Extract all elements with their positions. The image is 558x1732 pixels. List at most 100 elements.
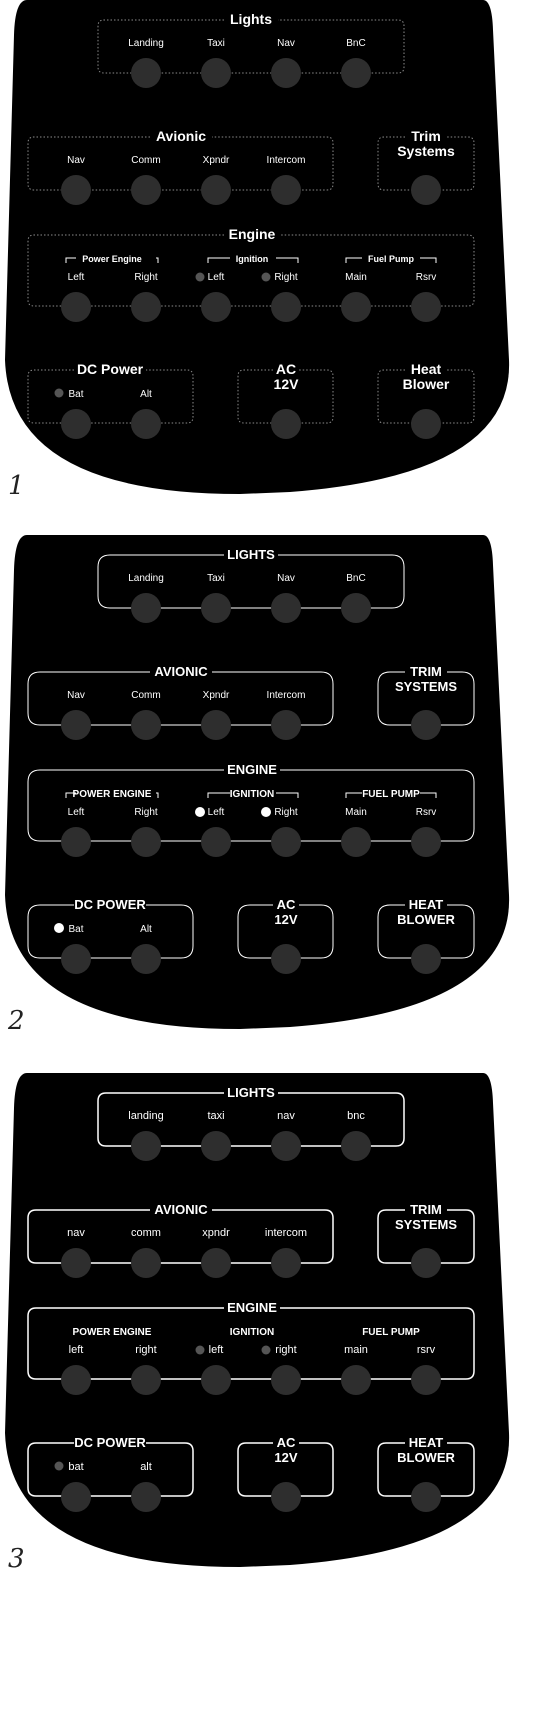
ignition-left-indicator [195,807,205,817]
avionic-switch-2[interactable] [201,175,231,205]
trim-title-line1: TRIM [410,1202,442,1217]
avionic-switch-0[interactable] [61,1248,91,1278]
engine-switch-2[interactable] [201,292,231,322]
avionic-switch-label: Nav [67,690,85,701]
engine-switch-2[interactable] [201,1365,231,1395]
avionic-group-frame [27,671,334,726]
lights-switch-label: Landing [128,573,164,584]
heat-switch[interactable] [411,944,441,974]
heat-switch[interactable] [411,1482,441,1512]
lights-switch-0[interactable] [131,1131,161,1161]
avionic-switch-0[interactable] [61,175,91,205]
ac-title-line2: 12V [274,1450,297,1465]
lights-switch-3[interactable] [341,58,371,88]
trim-switch[interactable] [411,1248,441,1278]
power-engine-label: POWER ENGINE [73,1327,152,1338]
trim-switch[interactable] [411,710,441,740]
avionic-switch-label: Intercom [267,155,306,166]
lights-switch-label: landing [128,1110,163,1122]
power-engine-label: POWER ENGINE [73,789,152,800]
dc-power-switch-bat[interactable] [61,944,91,974]
engine-switch-5[interactable] [411,292,441,322]
trim-switch[interactable] [411,175,441,205]
avionic-switch-label: Xpndr [203,155,230,166]
fuel-pump-label: Fuel Pump [368,254,415,264]
power-engine-label-bg [76,787,156,799]
avionic-switch-3[interactable] [271,175,301,205]
engine-switch-3[interactable] [271,827,301,857]
avionic-switch-3[interactable] [271,1248,301,1278]
lights-switch-3[interactable] [341,1131,371,1161]
lights-switch-label: bnc [347,1110,365,1122]
lights-title: Lights [230,11,272,27]
lights-title: LIGHTS [227,547,275,562]
avionic-switch-1[interactable] [131,1248,161,1278]
lights-switch-label: Nav [277,38,295,49]
engine-switch-0[interactable] [61,1365,91,1395]
lights-switch-1[interactable] [201,1131,231,1161]
ignition-right-indicator [261,1345,271,1355]
engine-switch-label: left [209,1344,224,1356]
dc-power-switch-alt[interactable] [131,1482,161,1512]
trim-title-line2: SYSTEMS [395,1217,457,1232]
engine-switch-0[interactable] [61,827,91,857]
ignition-left-indicator [195,272,205,282]
engine-switch-label: rsrv [417,1344,436,1356]
engine-switch-0[interactable] [61,292,91,322]
dc-power-switch-label: Bat [68,389,83,400]
lights-switch-2[interactable] [271,593,301,623]
engine-switch-3[interactable] [271,292,301,322]
avionic-switch-label: Intercom [267,690,306,701]
avionic-switch-2[interactable] [201,1248,231,1278]
avionic-switch-3[interactable] [271,710,301,740]
engine-switch-1[interactable] [131,827,161,857]
engine-title: ENGINE [227,762,277,777]
fuel-pump-label-bg [362,787,420,799]
fuel-pump-label: FUEL PUMP [362,1327,420,1338]
engine-switch-1[interactable] [131,292,161,322]
dc-power-switch-bat[interactable] [61,1482,91,1512]
lights-switch-2[interactable] [271,58,301,88]
lights-switch-label: Landing [128,38,164,49]
engine-switch-5[interactable] [411,827,441,857]
avionic-switch-0[interactable] [61,710,91,740]
dc-power-group-frame [27,904,194,959]
dc-power-switch-alt[interactable] [131,409,161,439]
ac-switch[interactable] [271,944,301,974]
engine-switch-4[interactable] [341,292,371,322]
engine-switch-4[interactable] [341,1365,371,1395]
avionic-switch-2[interactable] [201,710,231,740]
lights-group-frame [97,554,405,609]
lights-switch-3[interactable] [341,593,371,623]
lights-switch-0[interactable] [131,593,161,623]
engine-switch-4[interactable] [341,827,371,857]
ignition-label: Ignition [236,254,269,264]
lights-switch-1[interactable] [201,593,231,623]
engine-switch-2[interactable] [201,827,231,857]
fuel-pump-label-bg [362,252,420,264]
dc-power-switch-bat[interactable] [61,409,91,439]
lights-switch-1[interactable] [201,58,231,88]
engine-title: Engine [229,226,276,242]
dc-power-switch-label: Alt [140,389,152,400]
lights-switch-0[interactable] [131,58,161,88]
avionic-switch-1[interactable] [131,710,161,740]
avionic-title: AVIONIC [154,1202,208,1217]
ac-switch[interactable] [271,409,301,439]
avionic-switch-1[interactable] [131,175,161,205]
engine-switch-5[interactable] [411,1365,441,1395]
avionic-switch-label: Xpndr [203,690,230,701]
heat-switch[interactable] [411,409,441,439]
lights-switch-2[interactable] [271,1131,301,1161]
engine-switch-3[interactable] [271,1365,301,1395]
dc-power-switch-alt[interactable] [131,944,161,974]
heat-title-line1: HEAT [409,1435,443,1450]
heat-title-line2: Blower [403,376,450,392]
trim-title-line2: SYSTEMS [395,679,457,694]
engine-switch-1[interactable] [131,1365,161,1395]
ac-switch[interactable] [271,1482,301,1512]
dc-power-title: DC POWER [74,1435,146,1450]
ignition-label: IGNITION [230,1327,274,1338]
engine-title: ENGINE [227,1300,277,1315]
